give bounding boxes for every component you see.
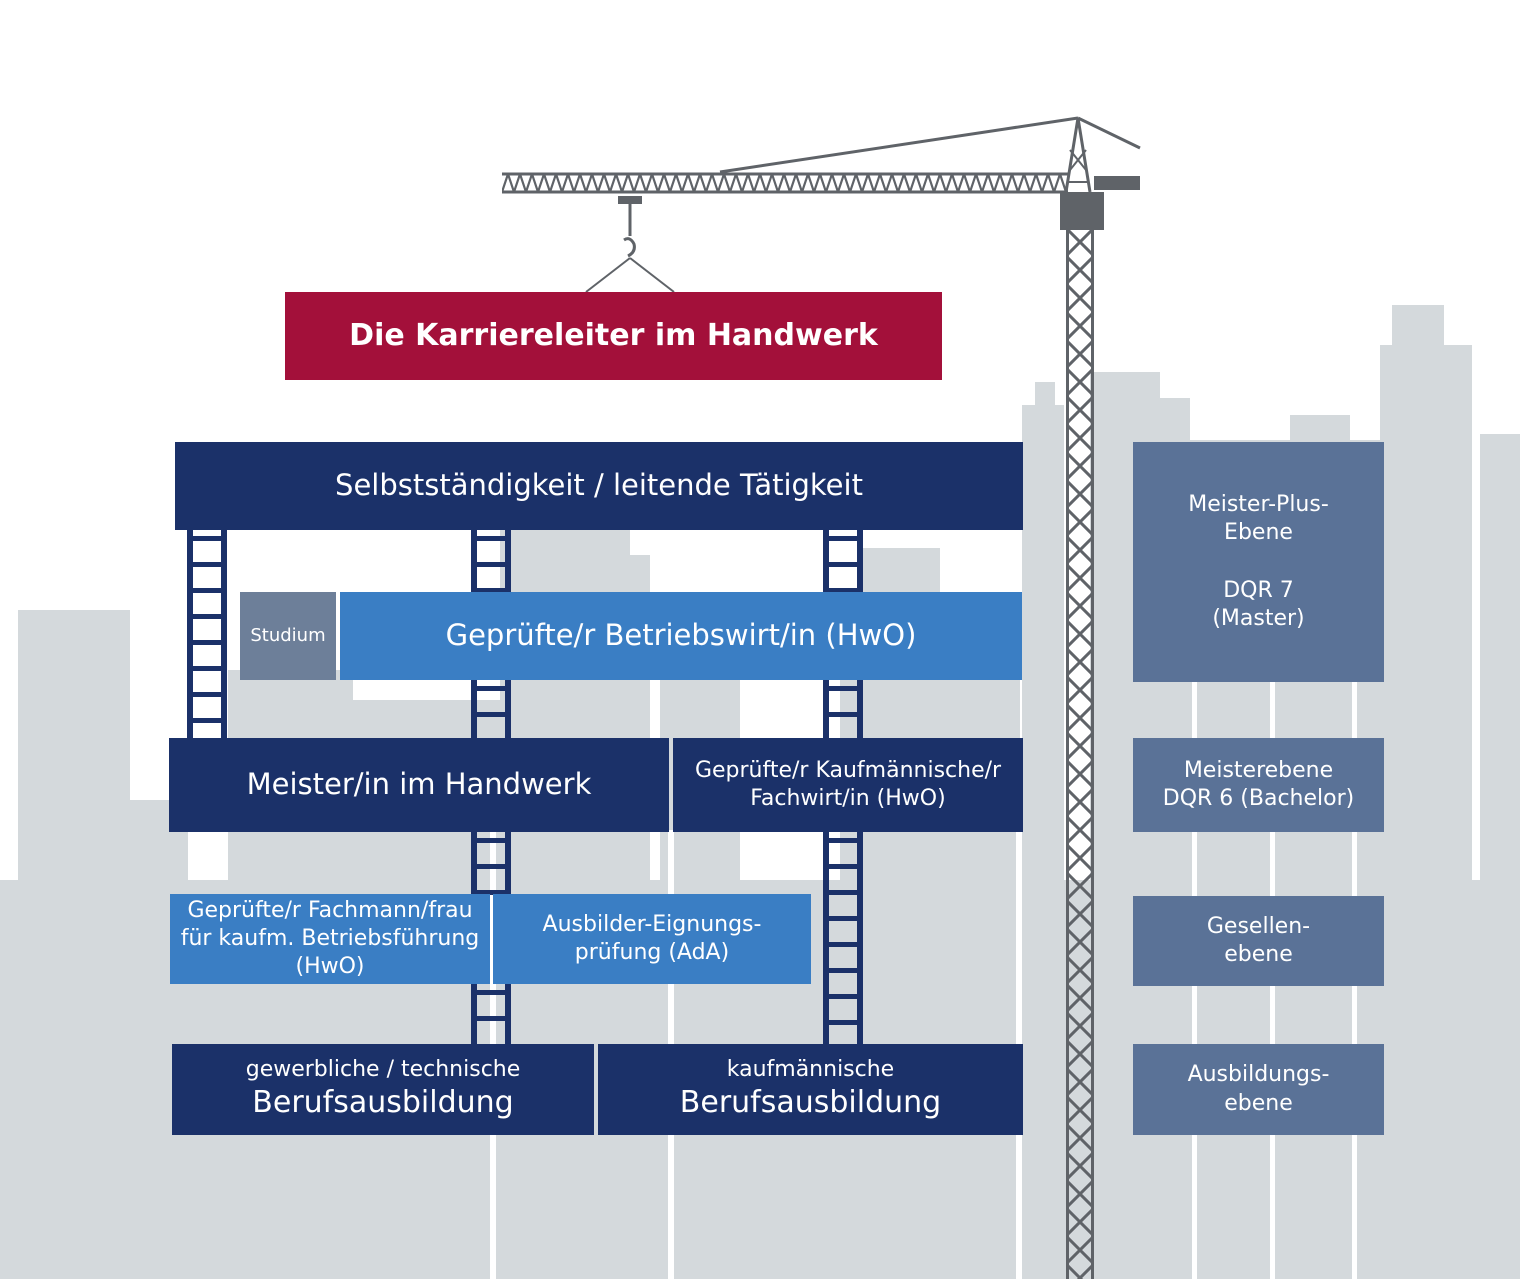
level-ausbildung-line-1: Ausbildungs- — [1187, 1062, 1330, 1088]
ladder-rung — [471, 712, 511, 717]
fachmann-line-2: für kaufm. Betriebsführung — [180, 925, 480, 951]
ada-box: Ausbilder-Eignungs- prüfung (AdA) — [493, 894, 811, 984]
level-meister-plus: Meister-Plus- Ebene DQR 7 (Master) — [1133, 442, 1384, 682]
level-meister-plus-line-3: DQR 7 — [1223, 578, 1294, 603]
ladder-rung — [187, 588, 227, 593]
ladder-rung — [471, 686, 511, 691]
ladder-rung — [471, 864, 511, 869]
ladder-rung — [471, 1016, 511, 1021]
ladder-rail — [221, 530, 227, 738]
ladder-rung — [823, 890, 863, 895]
ladder-rung — [823, 864, 863, 869]
ladder-icon — [823, 530, 863, 593]
ladder-icon — [471, 530, 511, 593]
ladder-rung — [823, 562, 863, 567]
ladder-rung — [187, 562, 227, 567]
ladder-rung — [823, 712, 863, 717]
betriebswirt-box: Geprüfte/r Betriebswirt/in (HwO) — [340, 592, 1022, 680]
ladder-rung — [823, 838, 863, 843]
page-title: Die Karriereleiter im Handwerk — [349, 317, 878, 353]
level-ausbildung: Ausbildungs- ebene — [1133, 1044, 1384, 1135]
ladder-rail — [471, 832, 477, 894]
fachmann-box: Geprüfte/r Fachmann/frau für kaufm. Betr… — [170, 894, 490, 984]
ladder-rung — [823, 916, 863, 921]
level-ausbildung-line-2: ebene — [1224, 1090, 1293, 1116]
level-gesellen-line-1: Gesellen- — [1206, 913, 1311, 939]
ada-line-1: Ausbilder-Eignungs- — [542, 911, 762, 937]
title-banner: Die Karriereleiter im Handwerk — [285, 292, 942, 380]
ladder-rung — [471, 588, 511, 593]
ladder-rail — [471, 530, 477, 592]
fachmann-line-1: Geprüfte/r Fachmann/frau — [187, 897, 473, 923]
ladder-rung — [187, 536, 227, 541]
level-meister: Meisterebene DQR 6 (Bachelor) — [1133, 738, 1384, 832]
ladder-rung — [823, 588, 863, 593]
ladder-icon — [471, 984, 511, 1044]
ladder-rail — [505, 680, 511, 738]
ladder-rung — [823, 994, 863, 999]
gewerbliche-line-1: gewerbliche / technische — [245, 1057, 521, 1083]
ladder-rung — [187, 614, 227, 619]
ada-line-2: prüfung (AdA) — [574, 940, 730, 965]
ladder-rung — [823, 536, 863, 541]
selbststaendigkeit-box: Selbstständigkeit / leitende Tätigkeit — [175, 442, 1023, 530]
ladder-rail — [505, 832, 511, 894]
ladder-rung — [187, 666, 227, 671]
ladder-rung — [471, 890, 511, 895]
ladder-icon — [471, 832, 511, 895]
ladder-rung — [823, 968, 863, 973]
ladder-rail — [187, 530, 193, 738]
ladder-rung — [471, 990, 511, 995]
meister-label: Meister/in im Handwerk — [246, 767, 592, 802]
ladder-rail — [823, 832, 829, 1044]
ladder-rung — [187, 640, 227, 645]
ladder-icon — [471, 680, 511, 738]
ladder-rung — [823, 942, 863, 947]
ladder-rail — [823, 530, 829, 592]
meister-box: Meister/in im Handwerk — [169, 738, 669, 832]
ladder-icon — [823, 832, 863, 1044]
gewerbliche-ausbildung-box: gewerbliche / technische Berufsausbildun… — [172, 1044, 594, 1135]
ladder-rung — [823, 686, 863, 691]
studium-box: Studium — [240, 592, 336, 680]
kaufmaennische-line-1: kaufmännische — [726, 1057, 895, 1083]
studium-label: Studium — [250, 625, 326, 647]
ladder-rung — [187, 692, 227, 697]
ladder-rail — [857, 832, 863, 1044]
level-meister-plus-line-4: (Master) — [1212, 606, 1305, 632]
level-meister-line-2: DQR 6 (Bachelor) — [1162, 786, 1355, 811]
level-meister-plus-line-1: Meister-Plus- — [1188, 491, 1329, 517]
level-gesellen-line-2: ebene — [1224, 942, 1293, 967]
ladder-rail — [857, 680, 863, 738]
ladder-rail — [823, 680, 829, 738]
ladder-rung — [187, 718, 227, 723]
fachwirt-line-2: Fachwirt/in (HwO) — [750, 786, 946, 811]
level-meister-line-1: Meisterebene — [1183, 757, 1334, 783]
selbststaendigkeit-label: Selbstständigkeit / leitende Tätigkeit — [335, 468, 863, 503]
ladder-rail — [857, 530, 863, 592]
ladder-rung — [471, 536, 511, 541]
fachwirt-line-1: Geprüfte/r Kaufmännische/r — [694, 757, 1002, 783]
fachwirt-box: Geprüfte/r Kaufmännische/r Fachwirt/in (… — [673, 738, 1023, 832]
ladder-rail — [505, 984, 511, 1044]
ladder-rail — [471, 984, 477, 1044]
ladder-rail — [471, 680, 477, 738]
ladder-rung — [823, 1020, 863, 1025]
fachmann-line-3: (HwO) — [295, 954, 365, 980]
betriebswirt-label: Geprüfte/r Betriebswirt/in (HwO) — [445, 618, 917, 653]
kaufmaennische-line-2: Berufsausbildung — [679, 1085, 942, 1121]
ladder-rail — [505, 530, 511, 592]
ladder-rung — [471, 562, 511, 567]
ladder-icon — [187, 530, 227, 738]
level-meister-plus-line-2: Ebene — [1224, 519, 1293, 545]
level-gesellen: Gesellen- ebene — [1133, 896, 1384, 986]
gewerbliche-line-2: Berufsausbildung — [252, 1085, 514, 1121]
ladder-icon — [823, 680, 863, 738]
kaufmaennische-ausbildung-box: kaufmännische Berufsausbildung — [598, 1044, 1023, 1135]
ladder-rung — [471, 838, 511, 843]
